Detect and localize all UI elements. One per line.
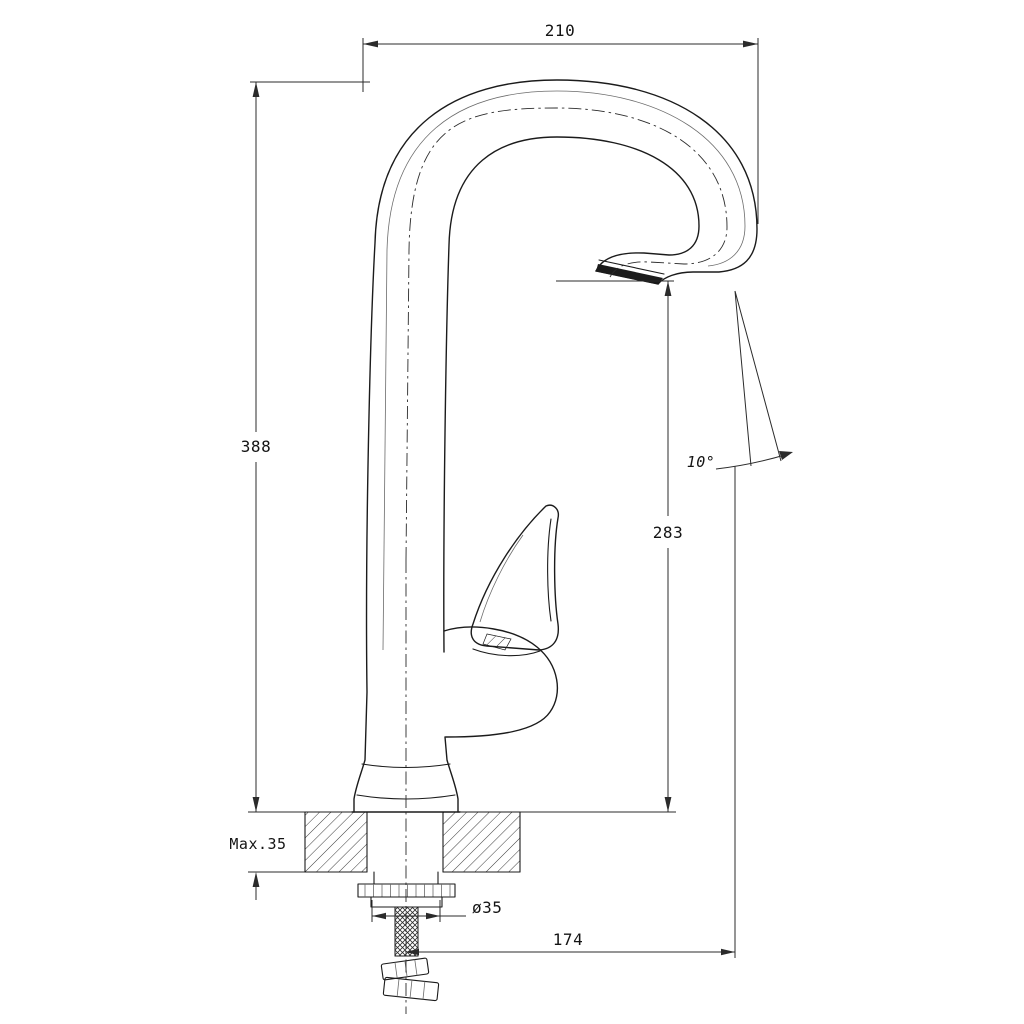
dimension-210: 210: [362, 21, 759, 224]
countertop-edges: [304, 811, 521, 873]
dim-210-arrow-right: [743, 40, 758, 48]
dim-max35-arrow: [252, 872, 260, 887]
dim-hole-arrow-right: [426, 912, 440, 920]
under-counter-assembly: [357, 871, 456, 1002]
dim-hole-arrow-left: [372, 912, 386, 920]
mounting-nut: [357, 883, 456, 898]
dim-388-label: 388: [241, 437, 271, 456]
angle-arrow: [779, 451, 793, 460]
dimension-283: 283: [556, 280, 683, 812]
spout-inner-edge: [443, 136, 700, 653]
dim-174-arrow-left: [405, 948, 419, 956]
countertop-hatch-left: [305, 812, 367, 872]
countertop-hatch-right: [443, 812, 520, 872]
dim-174-arrow-right: [721, 948, 735, 956]
spout-centerline: [405, 107, 728, 561]
dim-hole-extension-lines: [371, 900, 441, 922]
dim-210-label: 210: [545, 21, 575, 40]
dim-174-label: 174: [553, 930, 583, 949]
lever-inner-line: [547, 518, 552, 622]
mounting-shank: [373, 871, 439, 885]
dim-388-arrow-top: [252, 82, 260, 97]
threaded-stud: [394, 906, 419, 957]
countertop-section: [248, 811, 676, 873]
dim-210-arrow-left: [363, 40, 378, 48]
hose-nut-upper: [380, 957, 430, 981]
aerator-tip-fill: [596, 264, 663, 285]
dim-210-extension-lines: [362, 38, 759, 224]
cartridge-detail: [482, 633, 512, 651]
dim-388-arrow-bottom: [252, 797, 260, 812]
angle-arc: [715, 453, 789, 470]
housing-seam: [472, 648, 541, 657]
dim-max35-label: Max.35: [229, 835, 286, 853]
dim-283-arrow-bottom: [664, 797, 672, 812]
faucet-body: [351, 79, 758, 813]
body-right-edge: [444, 736, 459, 813]
dimension-max35: Max.35: [229, 835, 286, 900]
tube-highlight-line: [382, 90, 746, 651]
handle-lever: [470, 504, 560, 651]
nut-step: [370, 896, 443, 908]
spout-aerator: [595, 259, 665, 285]
handle-housing: [443, 626, 558, 738]
hose-nut-lower: [382, 976, 440, 1002]
dim-283-arrow-top: [664, 281, 672, 296]
centerlines: [405, 107, 728, 1014]
lever-highlight: [479, 534, 524, 623]
spout-outer-edge: [353, 79, 758, 813]
dimension-388: 388: [241, 81, 370, 812]
nut-knurling: [364, 884, 451, 897]
dimension-174: 174: [405, 466, 736, 958]
dim-283-label: 283: [653, 523, 683, 542]
dimension-hole: ø35: [371, 898, 502, 922]
dimension-angle: 10°: [687, 290, 793, 471]
angle-reference-lines: [734, 290, 782, 467]
dim-hole-label: ø35: [472, 898, 502, 917]
faucet-handle: [443, 504, 560, 738]
angle-label: 10°: [687, 453, 716, 471]
aerator-band: [598, 259, 665, 275]
